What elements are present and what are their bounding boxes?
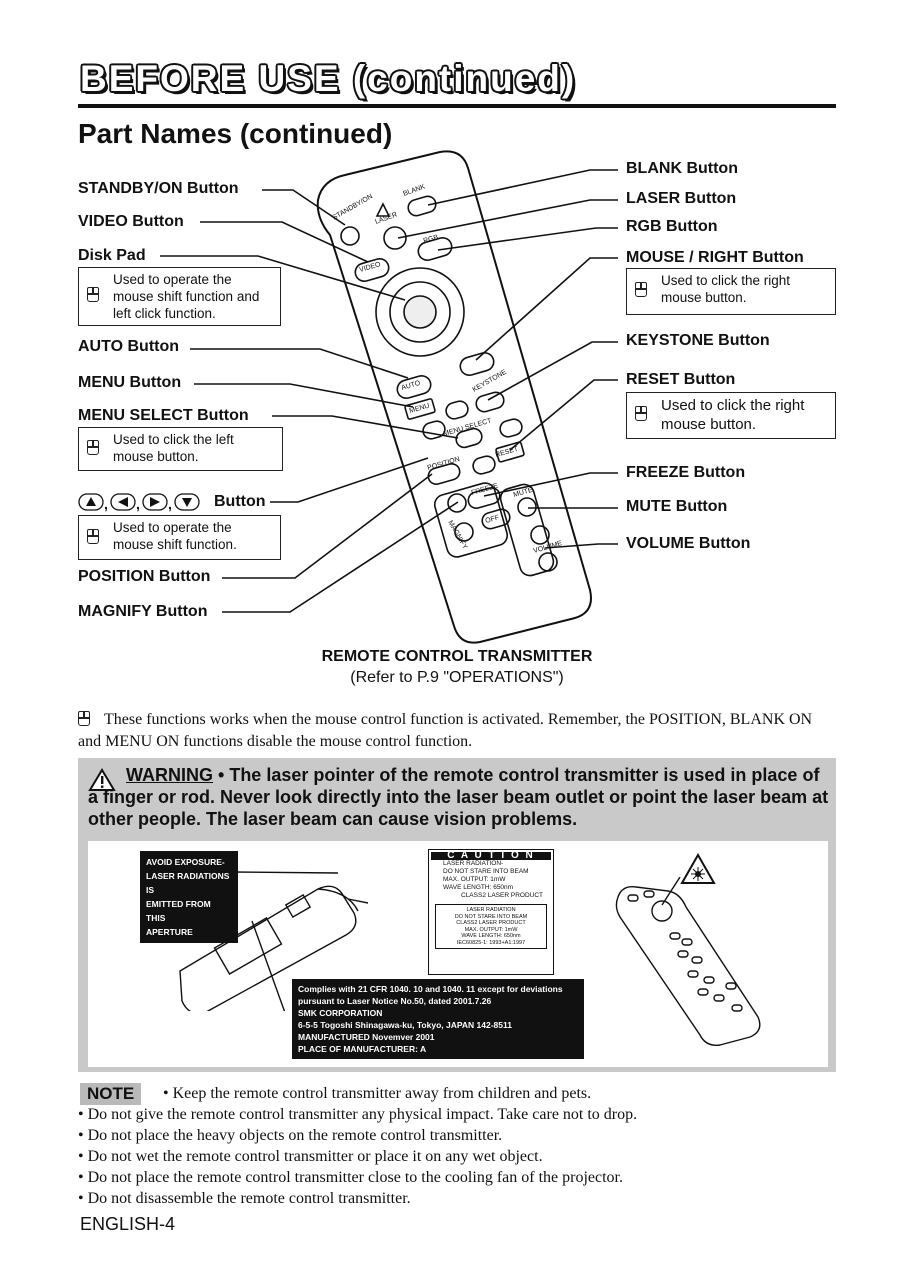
arrows-note: Used to operate the mouse shift function… <box>113 520 237 552</box>
remote-menu-select-text: MENU SELECT <box>443 417 493 438</box>
page-number: ENGLISH-4 <box>80 1214 176 1234</box>
note-item-1: • Keep the remote control transmitter aw… <box>163 1085 592 1102</box>
note-item-2: • Do not give the remote control transmi… <box>78 1106 638 1123</box>
arrows-note-box: Used to operate the mouse shift function… <box>78 515 281 560</box>
label-reset: RESET Button <box>626 371 736 388</box>
arrow-buttons-label: Button <box>214 493 266 510</box>
mouse-icon <box>87 287 99 302</box>
remote-freeze-text: FREEZE <box>471 482 500 496</box>
remote-auto-text: AUTO <box>401 380 422 392</box>
disk-pad-note-box: Used to operate the mouse shift function… <box>78 267 281 326</box>
label-laser: LASER Button <box>626 190 737 207</box>
remote-rgb-text: RGB <box>423 234 440 245</box>
remote-top-illustration <box>615 877 761 1046</box>
label-video: VIDEO Button <box>78 213 184 230</box>
mouse-note-text: These functions works when the mouse con… <box>78 711 813 750</box>
mouse-right-note-box: Used to click the right mouse button. <box>626 268 836 315</box>
mouse-icon <box>87 440 99 455</box>
laser-label-panel: AVOID EXPOSURE-LASER RADIATIONS IS EMITT… <box>88 841 828 1067</box>
warning-label: WARNING <box>126 765 213 785</box>
mouse-icon <box>635 406 647 421</box>
label-arrow-buttons: , , , Button <box>78 492 266 512</box>
note-label: NOTE <box>80 1083 142 1105</box>
mouse-icon <box>87 529 99 544</box>
reset-note-box: Used to click the right mouse button. <box>626 392 836 439</box>
diagram-reference: (Refer to P.9 "OPERATIONS") <box>350 669 564 686</box>
label-magnify: MAGNIFY Button <box>78 603 208 620</box>
label-menu: MENU Button <box>78 374 182 391</box>
arrow-buttons-icon: , , , <box>78 493 200 512</box>
remote-keystone-text: KEYSTONE <box>472 369 509 394</box>
warning-text: • The laser pointer of the remote contro… <box>88 765 829 829</box>
warning-triangle-icon <box>88 768 116 791</box>
label-standby: STANDBY/ON Button <box>78 180 239 197</box>
svg-text:,: , <box>136 496 140 512</box>
remote-side-illustration <box>179 871 368 1011</box>
warning-text-block: WARNING • The laser pointer of the remot… <box>88 764 833 830</box>
note-item-6: • Do not disassemble the remote control … <box>78 1190 411 1207</box>
label-mute: MUTE Button <box>626 498 728 515</box>
label-volume: VOLUME Button <box>626 535 751 552</box>
diagram-caption: REMOTE CONTROL TRANSMITTER <box>321 648 593 665</box>
remote-magnify-text: MAGNIFY <box>446 520 468 551</box>
label-auto: AUTO Button <box>78 338 180 355</box>
section-title: BEFORE USE (continued) <box>80 58 577 99</box>
mouse-icon <box>635 282 647 297</box>
remote-diagram: STANDBY/ON LASER BLANK VIDEO RGB AUTO KE… <box>160 150 618 644</box>
remote-blank-text: BLANK <box>402 183 426 198</box>
compliance-label: Complies with 21 CFR 1040. 10 and 1040. … <box>292 979 584 1059</box>
disk-pad-note: Used to operate the mouse shift function… <box>113 272 260 321</box>
note-item-3: • Do not place the heavy objects on the … <box>78 1127 503 1144</box>
menu-select-note: Used to click the left mouse button. <box>113 432 234 464</box>
remote-position-text: POSITION <box>427 456 461 472</box>
svg-text:,: , <box>104 496 108 512</box>
exposure-label: AVOID EXPOSURE-LASER RADIATIONS IS EMITT… <box>140 851 238 943</box>
label-mouse-right: MOUSE / RIGHT Button <box>626 249 804 266</box>
label-position: POSITION Button <box>78 568 211 585</box>
page-subtitle: Part Names (continued) <box>78 118 393 149</box>
caution-label: C A U T I O N LASER RADIATION- DO NOT ST… <box>428 849 554 975</box>
label-rgb: RGB Button <box>626 218 718 235</box>
svg-text:,: , <box>168 496 172 512</box>
label-blank: BLANK Button <box>626 160 738 177</box>
note-item-4: • Do not wet the remote control transmit… <box>78 1148 543 1165</box>
title-rule <box>78 104 836 108</box>
remote-standby-text: STANDBY/ON <box>332 193 374 222</box>
mouse-note-paragraph: These functions works when the mouse con… <box>78 709 838 752</box>
label-freeze: FREEZE Button <box>626 464 746 481</box>
reset-note: Used to click the right mouse button. <box>661 397 805 433</box>
menu-select-note-box: Used to click the left mouse button. <box>78 427 283 471</box>
note-item-5: • Do not place the remote control transm… <box>78 1169 623 1186</box>
label-keystone: KEYSTONE Button <box>626 332 770 349</box>
laser-hazard-icon <box>680 853 716 884</box>
label-menu-select: MENU SELECT Button <box>78 407 249 424</box>
caution-title: C A U T I O N <box>431 851 551 861</box>
mouse-right-note: Used to click the right mouse button. <box>661 273 791 305</box>
label-disk-pad: Disk Pad <box>78 247 146 264</box>
remote-off-text: OFF <box>485 514 500 525</box>
mouse-icon <box>78 711 90 726</box>
